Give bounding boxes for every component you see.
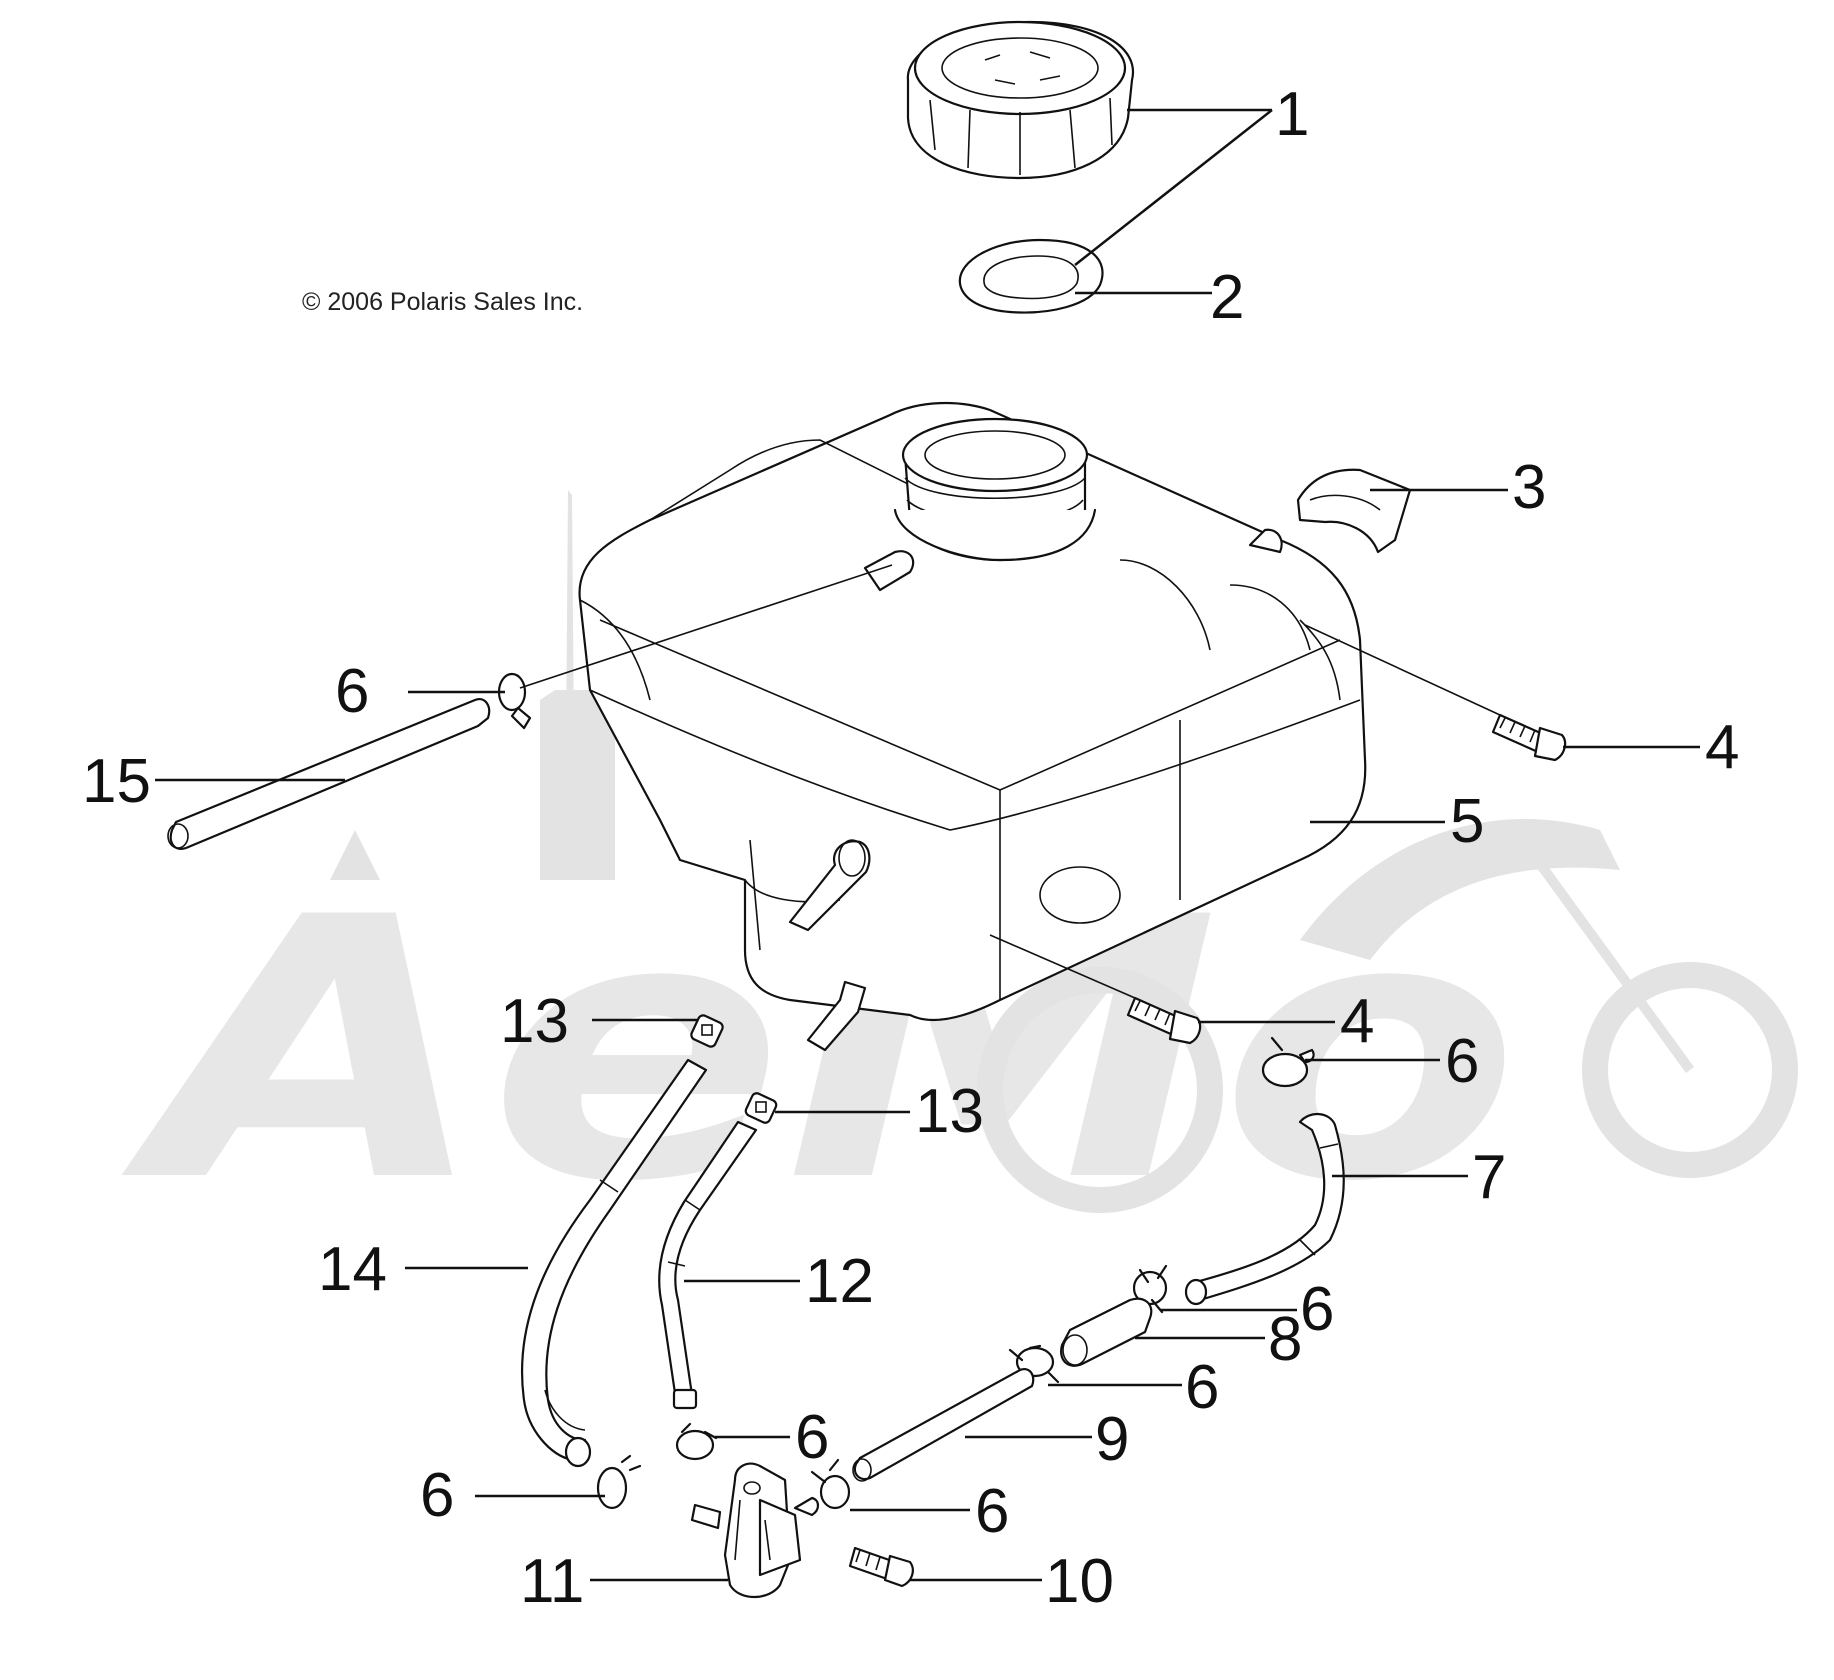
hose-clamp-mid-right [1132, 1264, 1168, 1314]
bolt-lower [1126, 996, 1202, 1045]
callout-9: 9 [1095, 1405, 1129, 1474]
fuel-hose-short [852, 1368, 1035, 1482]
fuel-cap [906, 20, 1135, 180]
callout-6-right: 6 [1445, 1027, 1479, 1096]
fuel-tank [578, 401, 1367, 1052]
watermark-motorcycle [977, 819, 1798, 1213]
small-clamp-right [744, 1092, 778, 1124]
fuel-hose-long [520, 1058, 708, 1468]
fuel-hose-medium [658, 1120, 758, 1410]
callout-3: 3 [1512, 453, 1546, 522]
hose-clamp-right [1261, 1036, 1315, 1088]
hose-clamp-top [497, 672, 532, 730]
callout-6-lower-center: 6 [795, 1403, 829, 1472]
watermark-cathedral [330, 490, 615, 880]
callout-6-lower-right: 6 [975, 1477, 1009, 1546]
callout-numbers: 1 2 3 4 5 4 6 15 6 7 6 8 6 9 6 6 6 14 12… [82, 80, 1739, 1616]
callout-13-right: 13 [915, 1077, 984, 1146]
return-hose [1184, 1113, 1345, 1306]
hose-clamp-lower-right [810, 1458, 851, 1510]
callout-6-mid: 6 [1185, 1353, 1219, 1422]
hose-clamp-lower-center [675, 1422, 718, 1461]
fuel-valve [690, 1462, 820, 1599]
callout-15: 15 [82, 747, 151, 816]
callout-4-lower: 4 [1340, 987, 1374, 1056]
callout-11: 11 [520, 1547, 584, 1616]
hose-clamp-lower-left [596, 1454, 642, 1510]
small-clamp-left [690, 1014, 724, 1048]
callout-5: 5 [1450, 787, 1484, 856]
copyright-notice: © 2006 Polaris Sales Inc. [302, 288, 583, 316]
cap-gasket [958, 238, 1104, 314]
callout-12: 12 [805, 1247, 874, 1316]
fuel-filter [1060, 1297, 1153, 1367]
callout-2: 2 [1210, 263, 1244, 332]
callout-13-left: 13 [500, 987, 569, 1056]
callout-1: 1 [1275, 80, 1309, 149]
callout-14: 14 [318, 1235, 387, 1304]
callout-6-lower-left: 6 [420, 1461, 454, 1530]
rubber-pad [1296, 468, 1412, 554]
callout-8: 8 [1268, 1305, 1302, 1374]
vent-hose [167, 698, 491, 850]
bolt-upper [1491, 713, 1567, 762]
callout-4-upper: 4 [1705, 713, 1739, 782]
callout-6-mid-right: 6 [1300, 1275, 1334, 1344]
leader-lines [155, 108, 1700, 1582]
callout-6-top: 6 [335, 657, 369, 726]
callout-7: 7 [1472, 1143, 1506, 1212]
callout-10: 10 [1045, 1547, 1114, 1616]
valve-screw [848, 1546, 914, 1588]
